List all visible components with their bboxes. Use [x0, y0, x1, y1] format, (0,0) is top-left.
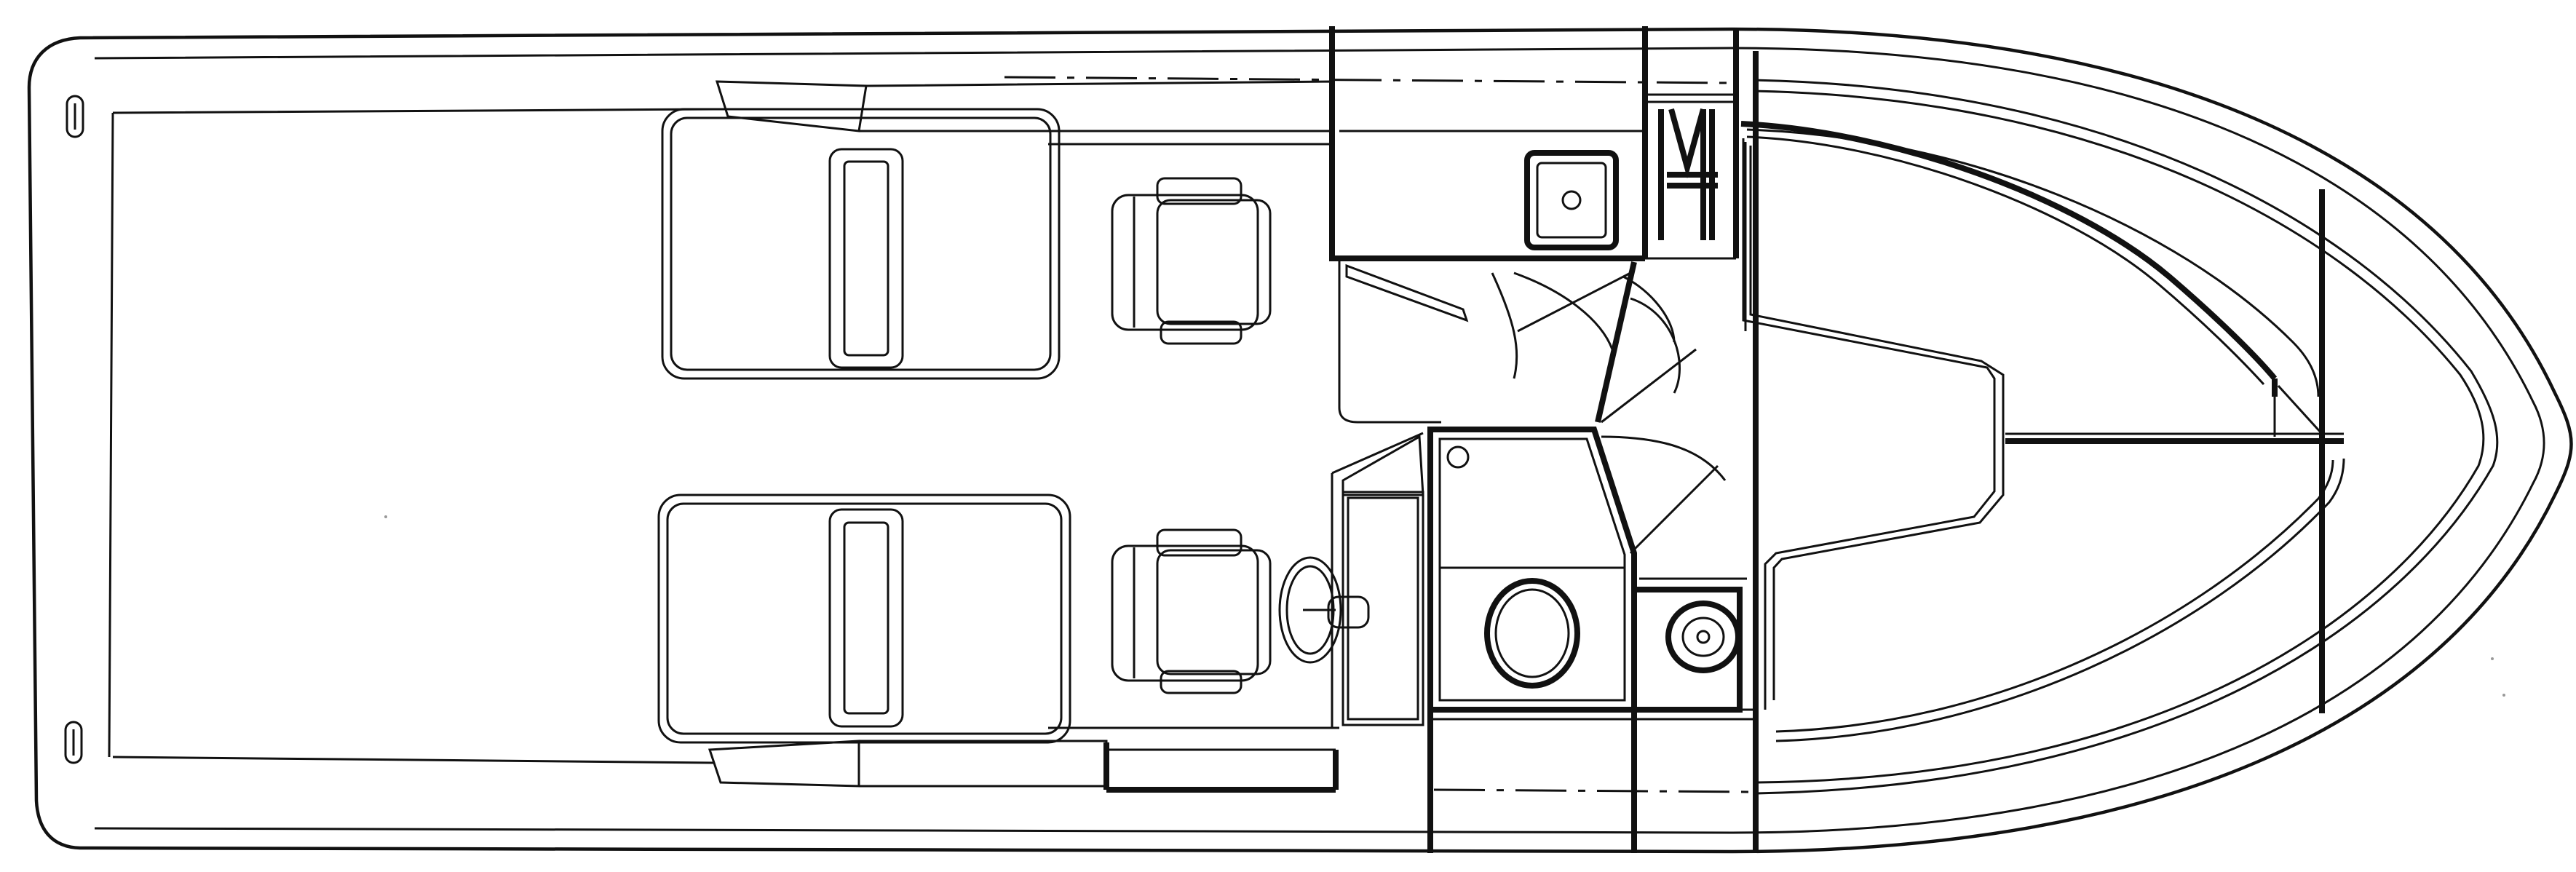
vanity: [1634, 577, 1747, 713]
v-berth-port-cushion: [1742, 138, 1996, 710]
v-berth: [1733, 51, 2345, 848]
companion-chair-icon: [1111, 177, 1272, 345]
cleat-icon: [64, 721, 83, 764]
helm-chairs: [1111, 177, 1370, 694]
cleats: [64, 95, 84, 764]
hull: [27, 27, 2573, 854]
door-swing-icon: [1513, 271, 1614, 350]
door-swing-icon: [1622, 275, 1676, 343]
companionway: [1338, 258, 1727, 555]
seat-cushion-icon: [828, 148, 904, 369]
shower-drain-icon: [1446, 445, 1470, 469]
seat-cushion-icon: [828, 508, 904, 728]
cockpit-aft-box: [1103, 742, 1339, 793]
stove-burner-icon: [1658, 108, 1718, 240]
v-berth-outer-cushion: [1746, 128, 2320, 397]
v-berth-cushion-outline: [1733, 121, 2278, 397]
basin-icon: [1665, 601, 1741, 673]
door-swing-icon: [1630, 297, 1681, 394]
head-compartment: [1427, 427, 1637, 713]
deck-edge-inner: [108, 108, 714, 764]
helm-console: [1331, 432, 1424, 728]
hull-rail-line: [94, 47, 2545, 834]
helm-chair-icon: [1111, 528, 1272, 694]
steering-wheel-icon: [1278, 556, 1370, 664]
starboard-cockpit-seat: [657, 494, 1339, 788]
toilet-icon: [1484, 578, 1580, 689]
scan-specks: [384, 515, 2505, 697]
centerlines: [1004, 76, 1755, 793]
port-cockpit-seat: [661, 80, 1333, 380]
deck-bow-inner-2: [1753, 90, 2485, 784]
cleat-icon: [66, 95, 84, 138]
door-swing-icon: [1491, 272, 1518, 379]
hull-outer-outline: [27, 27, 2573, 854]
sink-icon: [1524, 150, 1619, 250]
galley-area: [1329, 26, 1739, 261]
deck-bow-inner: [1753, 79, 2499, 795]
door-swing-icon: [1601, 435, 1727, 481]
